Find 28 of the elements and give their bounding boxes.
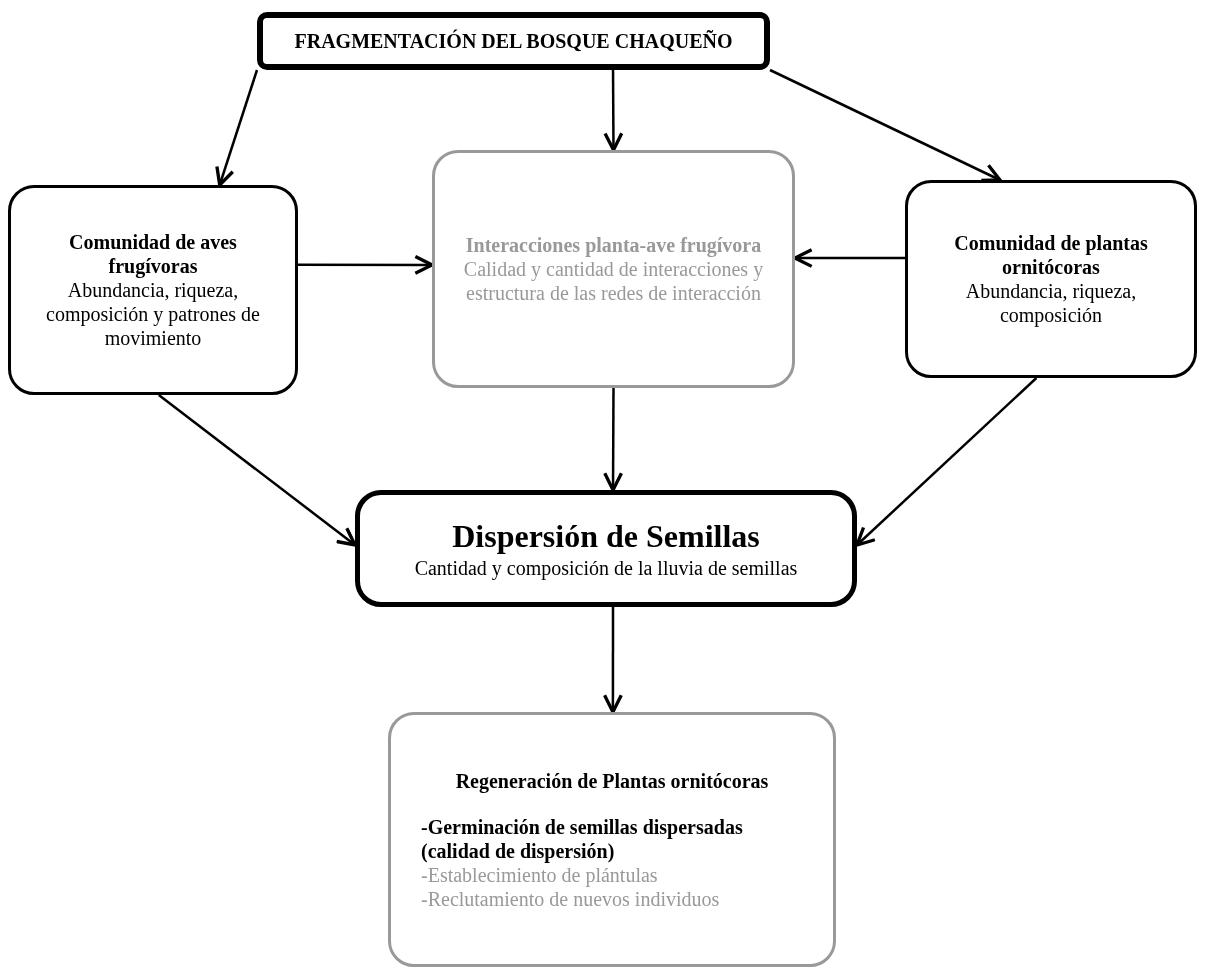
arrow	[603, 388, 624, 492]
node-heading: Regeneración de Plantas ornitócoras	[454, 768, 770, 793]
list-item: -Germinación de semillas dispersadas (calidad de dispersión)	[421, 814, 744, 863]
arrow	[298, 254, 434, 275]
node-heading: Interacciones planta-ave frugívora	[465, 233, 762, 257]
node-description: Calidad y cantidad de interacciones y estructura de las redes de interacción	[462, 257, 765, 305]
arrow	[769, 68, 1002, 182]
list-item: -Reclutamiento de nuevos individuos	[421, 887, 721, 911]
arrow	[855, 377, 1038, 547]
node-description: Abundancia, riqueza, composición	[964, 279, 1138, 327]
process-box	[355, 490, 857, 607]
arrow	[602, 607, 623, 714]
node-description: Cantidad y composición de la lluvia de semillas	[414, 555, 798, 580]
title-box	[257, 12, 770, 70]
node-heading: Comunidad de aves frugívoras	[68, 230, 238, 278]
arrow	[793, 248, 905, 269]
process-box	[8, 185, 298, 395]
arrow	[215, 69, 259, 187]
arrow	[158, 394, 357, 547]
node-description: Abundancia, riqueza, composición y patrones de movimiento	[45, 278, 261, 350]
process-box	[905, 180, 1197, 378]
process-box	[432, 150, 795, 388]
node-heading: Dispersión de Semillas	[452, 517, 760, 556]
node-heading: Comunidad de plantas ornitócoras	[953, 231, 1149, 279]
list-item: -Establecimiento de plántulas	[421, 863, 659, 887]
process-box	[388, 712, 836, 967]
arrow	[603, 70, 624, 152]
title: FRAGMENTACIÓN DEL BOSQUE CHAQUEÑO	[294, 29, 733, 53]
